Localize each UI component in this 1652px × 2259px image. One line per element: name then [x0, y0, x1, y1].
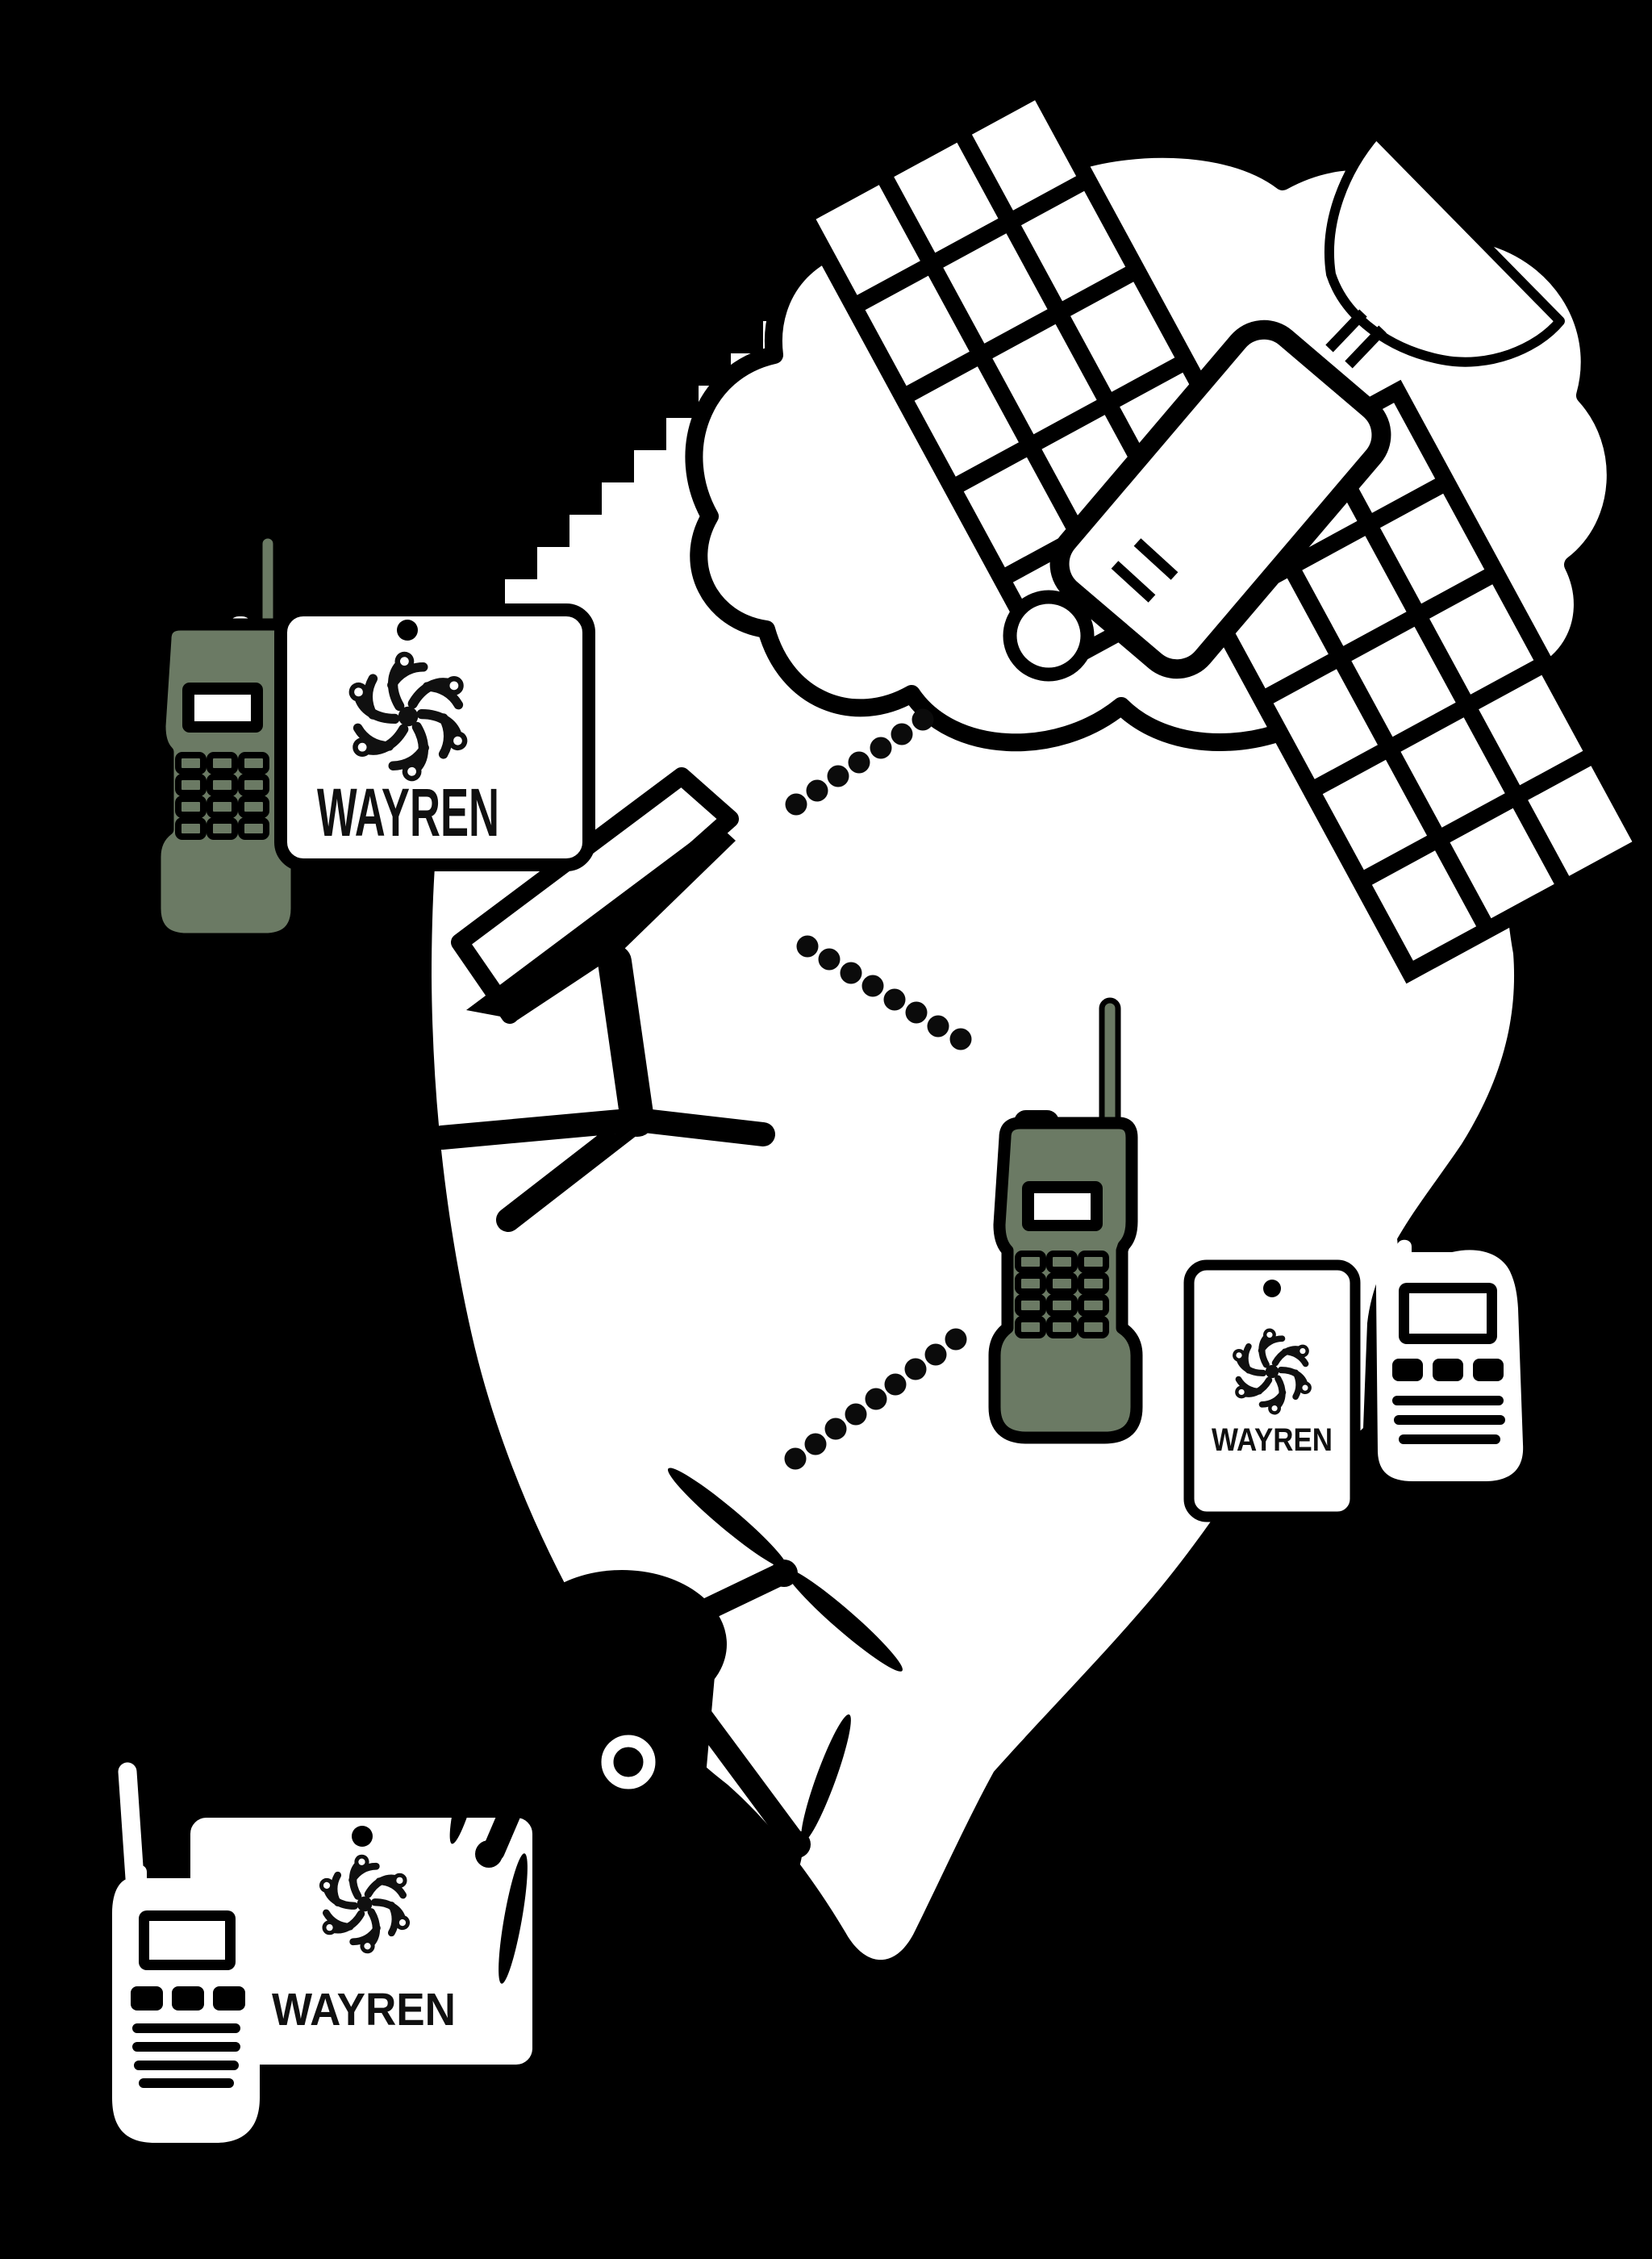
tag-hole [352, 1826, 373, 1847]
walkie-talkie-right [1375, 1197, 1524, 1481]
drone-camera-icon [601, 1735, 656, 1789]
walkie-speaker-lines [1392, 1396, 1505, 1444]
wayren-tag-left: WAYREN [274, 603, 595, 871]
satellite-panel-struts [1111, 538, 1179, 603]
wayren-wordmark-left: WAYREN [317, 775, 499, 850]
ground-dish [430, 767, 775, 1232]
link-drone-to-radio [784, 1328, 967, 1470]
military-radio-right [995, 997, 1137, 1438]
link-cloud-to-radio [796, 935, 972, 1050]
drone [348, 1468, 903, 1984]
walkie-screen-inner [149, 1921, 225, 1960]
walkie-antenna [118, 1762, 144, 1888]
walkie-speaker-lines [132, 2023, 240, 2088]
satellite-horn-dish-icon [1324, 129, 1565, 367]
dish-panel-underside [466, 823, 736, 1020]
satellite-small-dish-icon [1003, 590, 1095, 682]
satellite [804, 89, 1643, 972]
walkie-buttons [1392, 1359, 1504, 1381]
tag-card [274, 603, 595, 871]
satellite-dish-struts [1325, 309, 1387, 369]
tag-card [1183, 1259, 1361, 1522]
tag-hole [1263, 1280, 1281, 1297]
walkie-talkie-bottom [112, 1762, 260, 2143]
military-radio-left [155, 532, 297, 939]
link-dish-to-cloud [785, 708, 934, 816]
walkie-screen-inner [1409, 1293, 1487, 1334]
wayren-tag-bottom: WAYREN [181, 1808, 542, 2074]
walkie-antenna [1378, 1197, 1399, 1263]
drone-propellers [348, 1468, 903, 1984]
wayren-tag-middle: WAYREN [1183, 1259, 1361, 1522]
radio-antenna [1099, 997, 1121, 1139]
dish-tripod-legs [430, 1108, 775, 1232]
drone-gondola [528, 1658, 716, 1806]
drone-rotor-hubs [443, 1560, 811, 1868]
walkie-buttons [131, 1986, 245, 2011]
dish-mast [598, 945, 654, 1137]
wayren-wordmark-bottom: WAYREN [272, 1984, 456, 2036]
tag-hole [397, 620, 418, 641]
wayren-wordmark-middle: WAYREN [1212, 1422, 1333, 1458]
